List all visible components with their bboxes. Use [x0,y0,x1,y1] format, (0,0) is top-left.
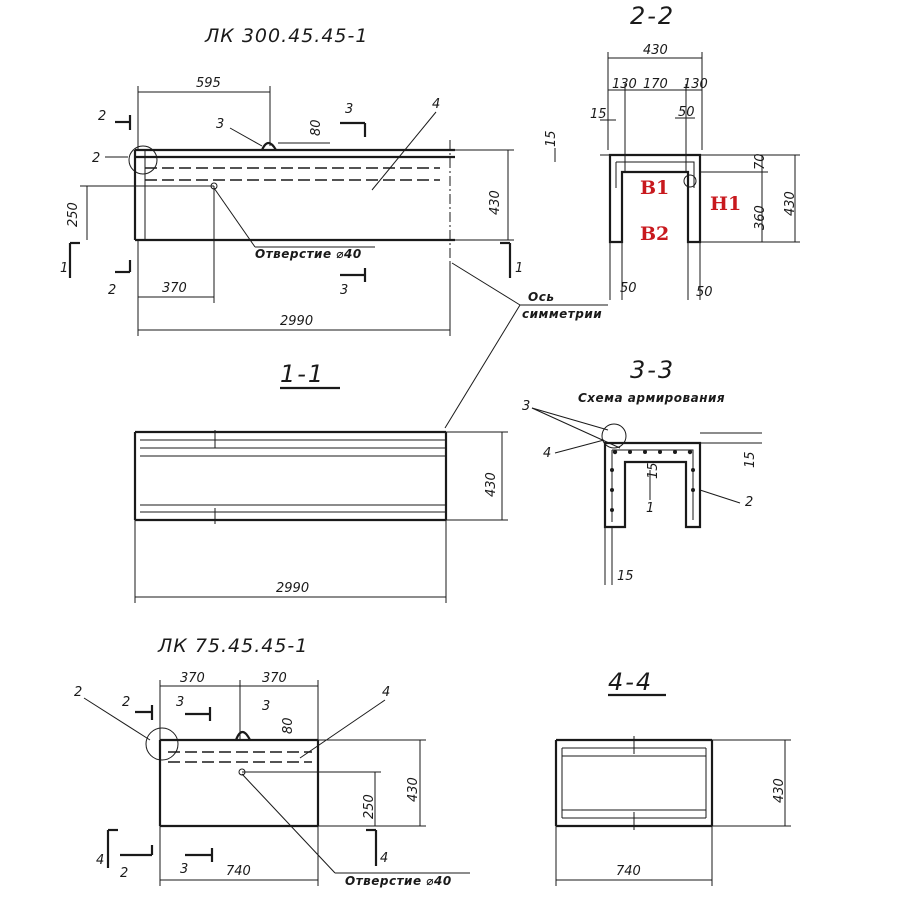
svg-text:430: 430 [772,778,787,803]
svg-text:80: 80 [281,717,296,734]
svg-text:15: 15 [743,451,758,468]
title-lk300: ЛК 300.45.45-1 [204,25,368,47]
svg-text:430: 430 [643,43,668,58]
svg-text:1: 1 [515,261,523,276]
section-1-1: 430 2990 [133,430,508,603]
dim-595: 595 [196,76,221,91]
label-h1: H1 [710,193,741,215]
svg-text:50: 50 [678,105,695,120]
svg-text:2: 2 [120,866,128,881]
svg-text:430: 430 [783,191,798,216]
svg-text:740: 740 [616,864,641,879]
svg-text:50: 50 [620,281,637,296]
svg-text:Отверстие ⌀40: Отверстие ⌀40 [255,247,362,261]
label-b1: B1 [640,177,669,199]
svg-text:15: 15 [646,462,661,479]
hole-note-top: Отверстие ⌀40 [213,187,375,261]
svg-text:130: 130 [683,77,708,92]
callout-3-top: 3 [216,117,224,132]
svg-text:15: 15 [590,107,607,122]
top-view-dimensions: 595 80 250 430 370 2990 [66,76,514,336]
svg-text:430: 430 [406,777,421,802]
svg-text:50: 50 [696,285,713,300]
callout-4-top: 4 [432,97,440,112]
reinforcement-scheme-label: Схема армирования [578,391,725,405]
svg-text:3: 3 [522,399,530,414]
svg-text:4: 4 [380,851,388,866]
svg-text:3: 3 [262,699,270,714]
svg-text:4: 4 [543,446,551,461]
svg-text:170: 170 [643,77,668,92]
svg-text:Отверстие ⌀40: Отверстие ⌀40 [345,874,452,888]
dim-250-top: 250 [66,202,81,227]
svg-text:70: 70 [753,153,768,170]
section-2-2-title: 2-2 [630,2,675,30]
section-1-1-title: 1-1 [280,360,325,388]
callout-2-top: 2 [92,151,100,166]
svg-text:Ось: Ось [528,290,554,304]
svg-text:3: 3 [180,862,188,877]
section-2-2: 430 130 170 130 15 15 50 70 360 430 50 5… [544,43,800,300]
svg-text:2: 2 [108,283,116,298]
top-elevation [128,140,455,262]
dim-2990-top: 2990 [280,314,313,329]
svg-text:15: 15 [617,569,634,584]
svg-text:3: 3 [176,695,184,710]
section-3-3: 15 15 15 3 4 1 2 [522,399,762,585]
svg-text:симметрии: симметрии [522,307,602,321]
svg-text:3: 3 [340,283,348,298]
dim-430-top: 430 [488,190,503,215]
section-4-4-title: 4-4 [608,668,653,696]
svg-text:2: 2 [122,695,130,710]
bottom-elevation: 370 370 80 250 430 740 2 2 3 3 4 4 2 3 [74,671,470,888]
dim-370-top: 370 [162,281,187,296]
dim-80-top: 80 [309,119,324,136]
svg-text:1: 1 [60,261,68,276]
svg-text:4: 4 [382,685,390,700]
svg-text:250: 250 [362,794,377,819]
svg-text:2: 2 [74,685,82,700]
svg-text:2: 2 [745,495,753,510]
detail-circle-2 [128,145,158,175]
axis-note: Ось симметрии [444,262,608,429]
top-view-section-marks: 2 2 2 3 3 1 1 3 4 [60,97,523,298]
svg-text:4: 4 [96,853,104,868]
svg-text:130: 130 [612,77,637,92]
svg-text:2990: 2990 [276,581,309,596]
svg-text:15: 15 [544,130,559,147]
svg-text:2: 2 [98,109,106,124]
svg-text:430: 430 [484,472,499,497]
svg-text:1: 1 [646,501,654,516]
svg-text:370: 370 [180,671,205,686]
label-b2: B2 [640,223,669,245]
section-3-3-title: 3-3 [630,356,675,384]
svg-text:3: 3 [345,102,353,117]
svg-text:740: 740 [226,864,251,879]
svg-text:360: 360 [753,205,768,230]
section-4-4: 430 740 [554,736,791,886]
title-lk75: ЛК 75.45.45-1 [157,635,308,657]
svg-text:370: 370 [262,671,287,686]
